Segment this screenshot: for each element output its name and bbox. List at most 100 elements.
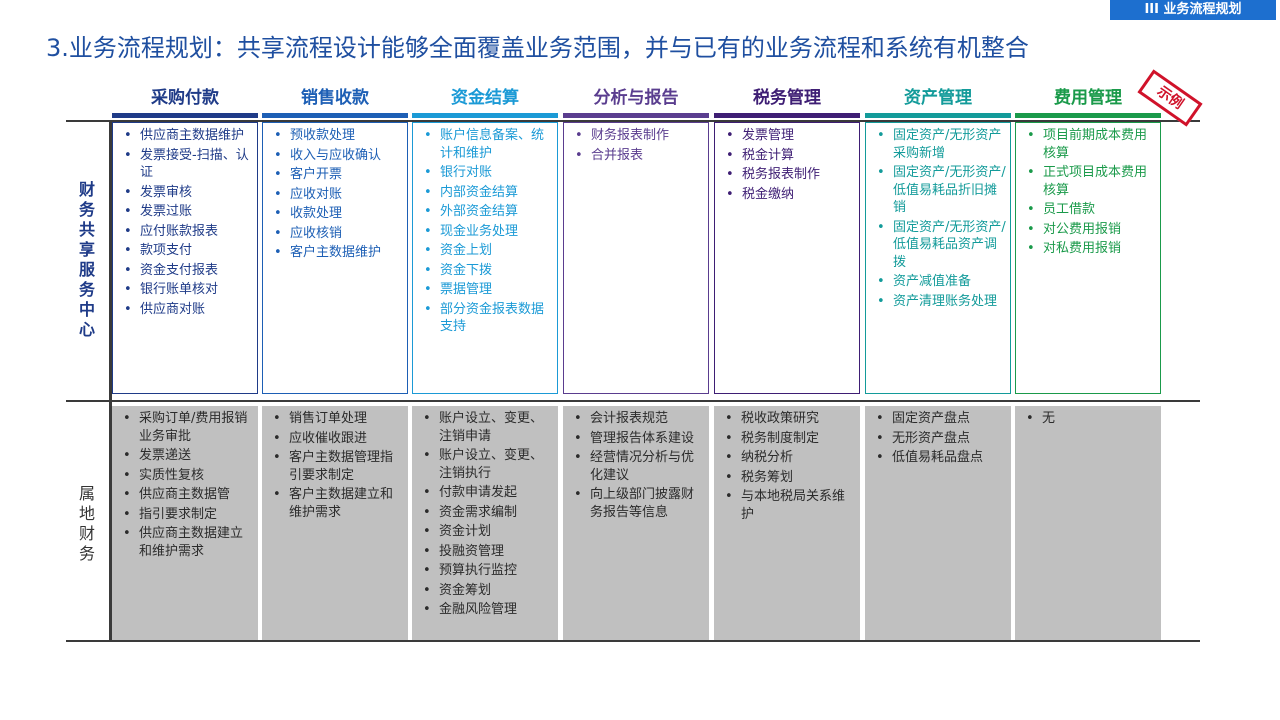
shared-box-3: 账户信息备案、统计和维护银行对账内部资金结算外部资金结算现金业务处理资金上划资金… [412, 122, 558, 394]
list-item: 发票过账 [121, 203, 253, 221]
list-item: 税收政策研究 [722, 410, 856, 428]
list-item: 发票递送 [120, 447, 254, 465]
list-item: 管理报告体系建设 [571, 430, 705, 448]
list-item: 项目前期成本费用核算 [1024, 127, 1156, 162]
list-item: 客户主数据管理指引要求制定 [270, 449, 404, 484]
local-box-7: 无 [1015, 406, 1161, 640]
list-item: 纳税分析 [722, 449, 856, 467]
list-item: 固定资产/无形资产/低值易耗品折旧摊销 [874, 164, 1006, 217]
list-item: 外部资金结算 [421, 203, 553, 221]
list-item: 部分资金报表数据支持 [421, 301, 553, 336]
list-item: 供应商主数据建立和维护需求 [120, 525, 254, 560]
list-item: 投融资管理 [420, 543, 554, 561]
column-header-3: 资金结算 [412, 84, 558, 118]
list-item: 应收催收跟进 [270, 430, 404, 448]
list-item: 供应商对账 [121, 301, 253, 319]
list-item: 固定资产/无形资产采购新增 [874, 127, 1006, 162]
list-item: 固定资产/无形资产/低值易耗品资产调拨 [874, 219, 1006, 272]
list-item: 合并报表 [572, 147, 704, 165]
local-box-2: 销售订单处理应收催收跟进客户主数据管理指引要求制定客户主数据建立和维护需求 [262, 406, 408, 640]
column-header-4: 分析与报告 [563, 84, 709, 118]
list-item: 税务报表制作 [723, 166, 855, 184]
list-item: 资金需求编制 [420, 504, 554, 522]
list-item: 发票管理 [723, 127, 855, 145]
page-title: 3.业务流程规划：共享流程设计能够全面覆盖业务范围，并与已有的业务流程和系统有机… [46, 34, 1029, 62]
list-item: 收入与应收确认 [271, 147, 403, 165]
list-item: 客户主数据建立和维护需求 [270, 486, 404, 521]
list-item: 账户信息备案、统计和维护 [421, 127, 553, 162]
list-item: 收款处理 [271, 205, 403, 223]
list-item: 资金筹划 [420, 582, 554, 600]
list-item: 供应商主数据管 [120, 486, 254, 504]
list-item: 采购订单/费用报销业务审批 [120, 410, 254, 445]
list-item: 财务报表制作 [572, 127, 704, 145]
list-item: 实质性复核 [120, 467, 254, 485]
list-item: 资金下拨 [421, 262, 553, 280]
shared-box-1: 供应商主数据维护发票接受-扫描、认证发票审核发票过账应付账款报表款项支付资金支付… [112, 122, 258, 394]
list-item: 员工借款 [1024, 201, 1156, 219]
list-item: 付款申请发起 [420, 484, 554, 502]
list-item: 销售订单处理 [270, 410, 404, 428]
list-item: 内部资金结算 [421, 184, 553, 202]
list-item: 账户设立、变更、注销执行 [420, 447, 554, 482]
list-item: 资金上划 [421, 242, 553, 260]
list-item: 税金计算 [723, 147, 855, 165]
row-label-local-finance: 属地财务 [78, 484, 95, 563]
list-item: 客户主数据维护 [271, 244, 403, 262]
top-divider [66, 120, 1200, 122]
shared-box-7: 项目前期成本费用核算正式项目成本费用核算员工借款对公费用报销对私费用报销 [1015, 122, 1161, 394]
row-label-divider [109, 120, 112, 642]
list-item: 发票审核 [121, 184, 253, 202]
list-item: 供应商主数据维护 [121, 127, 253, 145]
local-box-4: 会计报表规范管理报告体系建设经营情况分析与优化建议向上级部门披露财务报告等信息 [563, 406, 709, 640]
local-box-5: 税收政策研究税务制度制定纳税分析税务筹划与本地税局关系维护 [714, 406, 860, 640]
list-item: 金融风险管理 [420, 601, 554, 619]
list-item: 预算执行监控 [420, 562, 554, 580]
local-box-3: 账户设立、变更、注销申请账户设立、变更、注销执行付款申请发起资金需求编制资金计划… [412, 406, 558, 640]
list-item: 会计报表规范 [571, 410, 705, 428]
section-tag: III 业务流程规划 [1110, 0, 1276, 20]
list-item: 正式项目成本费用核算 [1024, 164, 1156, 199]
list-item: 银行账单核对 [121, 281, 253, 299]
column-header-1: 采购付款 [112, 84, 258, 118]
list-item: 无形资产盘点 [873, 430, 1007, 448]
list-item: 无 [1023, 410, 1157, 428]
row-label-shared-center: 财务共享服务中心 [78, 180, 95, 339]
local-box-1: 采购订单/费用报销业务审批发票递送实质性复核供应商主数据管指引要求制定供应商主数… [112, 406, 258, 640]
list-item: 账户设立、变更、注销申请 [420, 410, 554, 445]
shared-box-2: 预收款处理收入与应收确认客户开票应收对账收款处理应收核销客户主数据维护 [262, 122, 408, 394]
list-item: 款项支付 [121, 242, 253, 260]
list-item: 应收核销 [271, 225, 403, 243]
shared-box-4: 财务报表制作合并报表 [563, 122, 709, 394]
list-item: 银行对账 [421, 164, 553, 182]
column-header-7: 费用管理 [1015, 84, 1161, 118]
list-item: 预收款处理 [271, 127, 403, 145]
list-item: 指引要求制定 [120, 506, 254, 524]
column-header-6: 资产管理 [865, 84, 1011, 118]
list-item: 资产减值准备 [874, 273, 1006, 291]
list-item: 税务筹划 [722, 469, 856, 487]
column-header-2: 销售收款 [262, 84, 408, 118]
list-item: 应收对账 [271, 186, 403, 204]
list-item: 与本地税局关系维护 [722, 488, 856, 523]
local-box-6: 固定资产盘点无形资产盘点低值易耗品盘点 [865, 406, 1011, 640]
list-item: 税务制度制定 [722, 430, 856, 448]
list-item: 资金计划 [420, 523, 554, 541]
list-item: 固定资产盘点 [873, 410, 1007, 428]
list-item: 经营情况分析与优化建议 [571, 449, 705, 484]
column-header-5: 税务管理 [714, 84, 860, 118]
list-item: 票据管理 [421, 281, 553, 299]
list-item: 客户开票 [271, 166, 403, 184]
example-stamp: 示例 [1137, 69, 1203, 127]
list-item: 向上级部门披露财务报告等信息 [571, 486, 705, 521]
list-item: 发票接受-扫描、认证 [121, 147, 253, 182]
shared-box-5: 发票管理税金计算税务报表制作税金缴纳 [714, 122, 860, 394]
list-item: 现金业务处理 [421, 223, 553, 241]
list-item: 对私费用报销 [1024, 240, 1156, 258]
list-item: 资产清理账务处理 [874, 293, 1006, 311]
shared-box-6: 固定资产/无形资产采购新增固定资产/无形资产/低值易耗品折旧摊销固定资产/无形资… [865, 122, 1011, 394]
bottom-divider [66, 640, 1200, 642]
list-item: 应付账款报表 [121, 223, 253, 241]
list-item: 对公费用报销 [1024, 221, 1156, 239]
list-item: 资金支付报表 [121, 262, 253, 280]
